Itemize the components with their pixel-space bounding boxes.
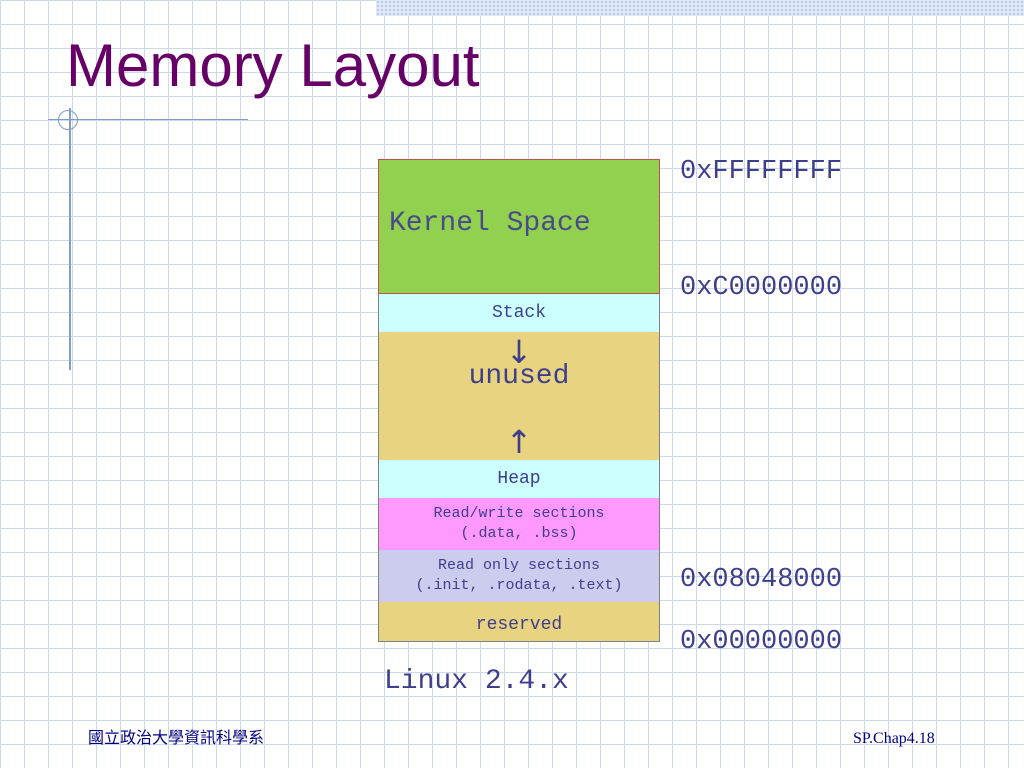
unused-label: unused bbox=[468, 360, 570, 392]
arrow-down-icon: ↓ bbox=[505, 333, 533, 371]
address-program-start: 0x08048000 bbox=[680, 565, 843, 595]
read-only-sections-segment: Read only sections (.init, .rodata, .tex… bbox=[378, 550, 660, 602]
address-top: 0xFFFFFFFF bbox=[680, 157, 843, 187]
arrow-up-icon: ↑ bbox=[505, 423, 533, 461]
read-write-sections-segment: Read/write sections (.data, .bss) bbox=[378, 498, 660, 550]
kernel-space-segment: Kernel Space bbox=[378, 159, 660, 294]
slide-title: Memory Layout bbox=[66, 32, 480, 99]
heap-label: Heap bbox=[497, 469, 541, 489]
address-kernel-start: 0xC0000000 bbox=[680, 273, 843, 303]
reserved-segment: reserved bbox=[378, 602, 660, 642]
diagram-caption: Linux 2.4.x bbox=[384, 666, 569, 697]
rw-label-line1: Read/write sections bbox=[433, 505, 605, 522]
ro-label-line2: (.init, .rodata, .text) bbox=[415, 577, 623, 594]
footer-slide-number: SP.Chap4.18 bbox=[853, 730, 935, 747]
top-decorative-band bbox=[376, 0, 1024, 16]
footer-department: 國立政治大學資訊科學系 bbox=[88, 728, 265, 747]
reserved-label: reserved bbox=[475, 615, 563, 635]
stack-segment: Stack bbox=[378, 294, 660, 332]
decorative-horizontal-line bbox=[48, 119, 248, 120]
rw-label-line2: (.data, .bss) bbox=[460, 525, 578, 542]
kernel-space-label: Kernel Space bbox=[389, 208, 591, 239]
stack-label: Stack bbox=[491, 303, 546, 323]
decorative-vertical-line bbox=[69, 108, 71, 370]
unused-segment: ↓ unused ↑ bbox=[378, 332, 660, 460]
heap-segment: Heap bbox=[378, 460, 660, 498]
ro-label-line1: Read only sections bbox=[437, 557, 601, 574]
decorative-circle bbox=[58, 110, 78, 130]
address-bottom: 0x00000000 bbox=[680, 627, 843, 657]
